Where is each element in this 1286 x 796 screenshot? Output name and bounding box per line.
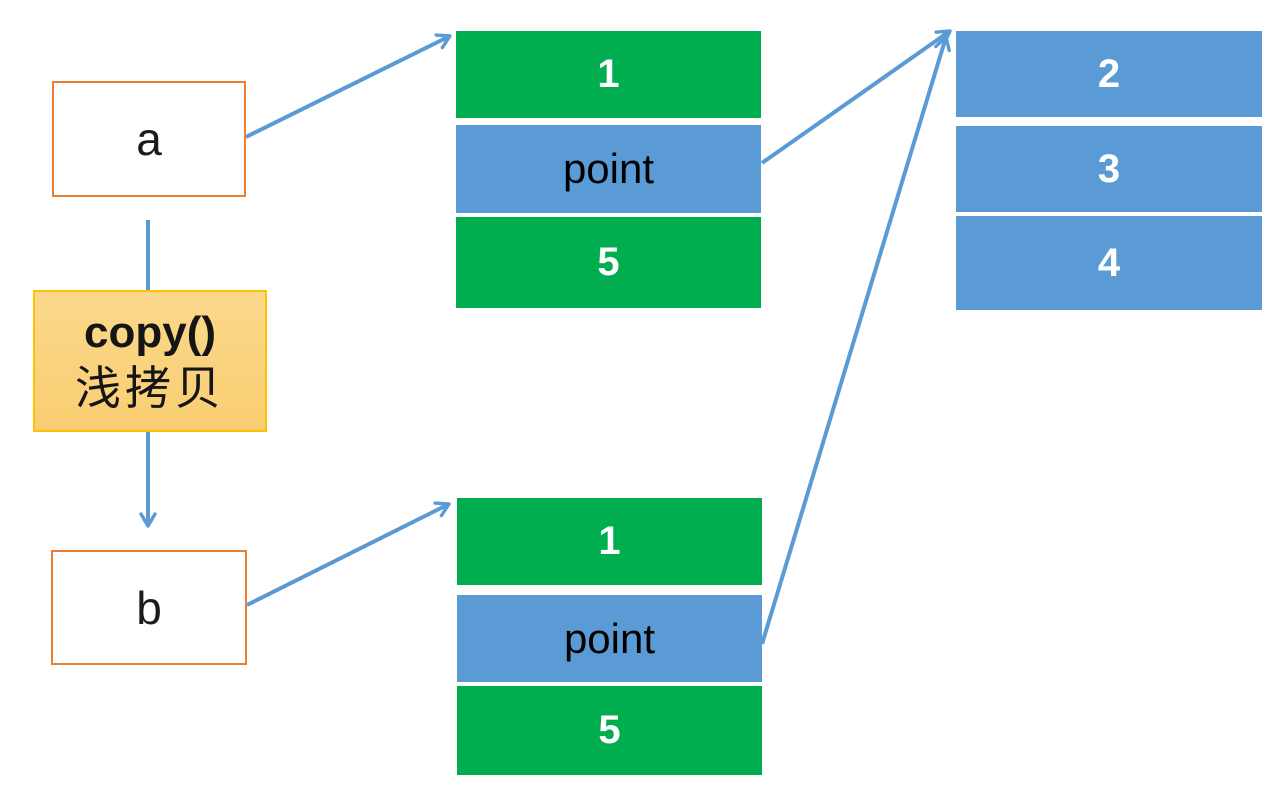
shared-list-cell-2: 2: [956, 31, 1262, 117]
variable-b-label: b: [136, 581, 162, 634]
arrow-b-to-list-b: [246, 501, 451, 607]
copy-operation-box: copy() 浅拷贝: [33, 290, 267, 432]
list-a-cell-5: 5: [456, 217, 761, 308]
arrow-a-to-list-a: [245, 33, 452, 139]
variable-box-b: b: [51, 550, 247, 665]
list-b-cell-5: 5: [457, 686, 762, 775]
list-a-cell-point: point: [456, 125, 761, 213]
variable-box-a: a: [52, 81, 246, 197]
list-b-cell-point: point: [457, 595, 762, 682]
copy-operation-label: copy(): [84, 307, 216, 357]
variable-a-label: a: [136, 113, 162, 165]
shared-list-cell-4: 4: [956, 216, 1262, 310]
arrow-list-a-point-to-shared: [760, 29, 952, 165]
arrow-list-b-point-to-shared: [760, 35, 951, 645]
copy-operation-label-cn: 浅拷贝: [75, 362, 225, 414]
list-a-cell-1: 1: [456, 31, 761, 118]
list-b-cell-1: 1: [457, 498, 762, 585]
shared-list-cell-3: 3: [956, 126, 1262, 212]
